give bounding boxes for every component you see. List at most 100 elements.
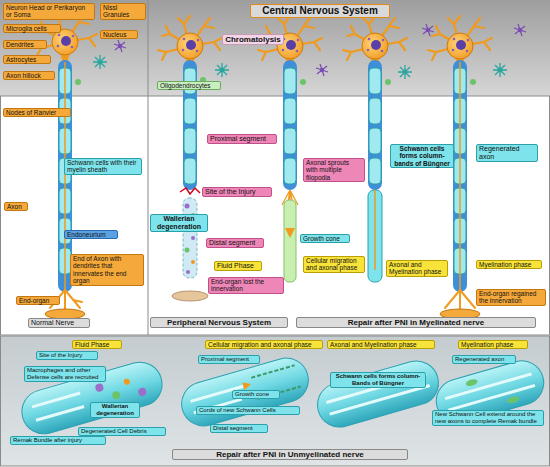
injury-mark [180, 188, 200, 194]
label-box: Axon [4, 202, 28, 211]
label-box: Growth cone [300, 234, 350, 243]
label-text: Wallerian degeneration [153, 215, 205, 231]
label-box: Cellular migration and axonal phase [205, 340, 323, 349]
label-box: Endoneurium [64, 230, 118, 239]
schwann-cell [465, 378, 478, 387]
label-box: Peripheral Nervous System [150, 317, 288, 328]
growth-cone [242, 380, 252, 390]
label-box: Astrocytes [3, 55, 51, 64]
label-text: Cellular migration and axonal phase [306, 257, 362, 272]
label-box: Axon hillock [3, 71, 55, 80]
label-box: Chromatolysis [222, 34, 284, 45]
axon-fiber [448, 385, 535, 410]
label-text: Nodes of Ranvier [6, 109, 68, 116]
label-text: Macrophages and other Defense cells are … [27, 367, 103, 381]
myelin-segment [284, 68, 296, 94]
label-text: Fluid Phase [217, 262, 259, 270]
cell-debris [191, 260, 195, 264]
label-box: Nissl Granules [100, 3, 146, 20]
label-box: Cords of new Schwann Cells [196, 406, 300, 415]
microglia-symbol [422, 24, 434, 36]
label-box: Dendrites [3, 40, 47, 49]
label-text: Neuron Head or Perikaryon or Soma [6, 4, 92, 19]
label-box: End-organ regained the innervation [476, 289, 546, 306]
label-box: End of Axon with dendrites that innervat… [70, 254, 144, 286]
label-box: Myelination phase [476, 260, 542, 269]
label-box: Central Nervous System [250, 4, 390, 18]
label-box: Oligodendrocytes [157, 81, 221, 90]
label-box: Normal Nerve [28, 318, 90, 328]
label-box: Neuron Head or Perikaryon or Soma [3, 3, 95, 20]
label-text: Nucleus [103, 31, 135, 38]
cell-debris [123, 378, 130, 385]
label-box: Schwann cells forms column- Bands of Bün… [330, 372, 426, 388]
label-box: Growth cone [232, 390, 280, 399]
axon-fiber [36, 407, 84, 421]
endoneurium-tube [368, 60, 382, 190]
axon-core [459, 62, 461, 292]
remak-bundle-bungner [312, 356, 443, 432]
cell-debris [185, 248, 190, 253]
label-box: Wallerian degeneration [90, 402, 140, 418]
cell-debris [191, 236, 195, 240]
microglia-symbol [316, 64, 328, 76]
label-text: Oligodendrocytes [160, 82, 218, 89]
label-box: Repair after PNI in Unmyelinated nerve [172, 449, 408, 460]
bands-of-bungner [368, 190, 382, 282]
label-text: End-organ regained the innervation [479, 290, 543, 305]
label-box: End-organ [16, 296, 60, 305]
label-box: Site of the Injury [36, 351, 98, 360]
myelin-segment [184, 128, 196, 154]
remak-bundle-injured [17, 357, 168, 439]
cell-debris [186, 270, 190, 274]
label-text: Schwann cells forms column- Bands of Bün… [333, 373, 423, 387]
myelin-segment [284, 128, 296, 154]
denervated-end-organ [172, 291, 208, 301]
label-text: Site of the Injury [39, 352, 95, 359]
label-box: Proximal segment [198, 355, 260, 364]
oligodendrocyte [75, 79, 81, 85]
label-text: Degenerated Cell Debris [81, 428, 163, 435]
label-text: Fluid Phase [75, 341, 119, 348]
label-box: Site of the Injury [202, 187, 272, 197]
label-box: Wallerian degeneration [150, 214, 208, 232]
label-text: Site of the Injury [205, 188, 269, 196]
axon-fiber [32, 393, 80, 407]
label-text: Chromatolysis [225, 35, 281, 44]
myelin-segment [284, 98, 296, 124]
label-text: Regenerated axon [479, 145, 535, 161]
label-text: Central Nervous System [253, 5, 387, 17]
label-text: Growth cone [235, 391, 277, 398]
remak-bundle-regenerated [431, 356, 549, 429]
label-text: Proximal segment [210, 135, 274, 143]
label-text: Schwann cells with their myelin sheath [67, 159, 139, 174]
nerve-tube [431, 356, 549, 429]
label-text: Dendrites [6, 41, 44, 48]
cell-debris [185, 204, 190, 209]
label-box: Regenerated axon [476, 144, 538, 162]
schwann-cell [506, 395, 519, 404]
label-text: Cellular migration and axonal phase [208, 341, 320, 348]
nerve-tube [17, 357, 168, 439]
axon-fiber [445, 374, 532, 399]
label-box: Cellular migration and axonal phase [303, 256, 365, 273]
macrophage [94, 383, 104, 393]
axon-fiber [326, 374, 426, 403]
myelin-segment [369, 158, 381, 184]
label-text: Myelination phase [461, 341, 525, 348]
label-text: End-organ [19, 297, 57, 304]
astrocyte-symbol [215, 63, 229, 77]
label-box: Distal segment [206, 238, 264, 248]
astrocyte-symbol [398, 65, 412, 79]
label-box: Macrophages and other Defense cells are … [24, 366, 106, 382]
label-text: Wallerian degeneration [93, 403, 137, 417]
regrowing-axon [374, 190, 376, 270]
label-text: End of Axon with dendrites that innervat… [73, 255, 141, 285]
label-text: Regenerated axon [455, 356, 513, 363]
label-text: Myelination phase [479, 261, 539, 268]
label-box: Axonal sprouts with multiple filopodia [303, 158, 365, 182]
schwann-column [284, 200, 296, 282]
panel-divider [148, 0, 149, 335]
axon-fiber [330, 385, 430, 414]
label-text: Endoneurium [67, 231, 115, 238]
